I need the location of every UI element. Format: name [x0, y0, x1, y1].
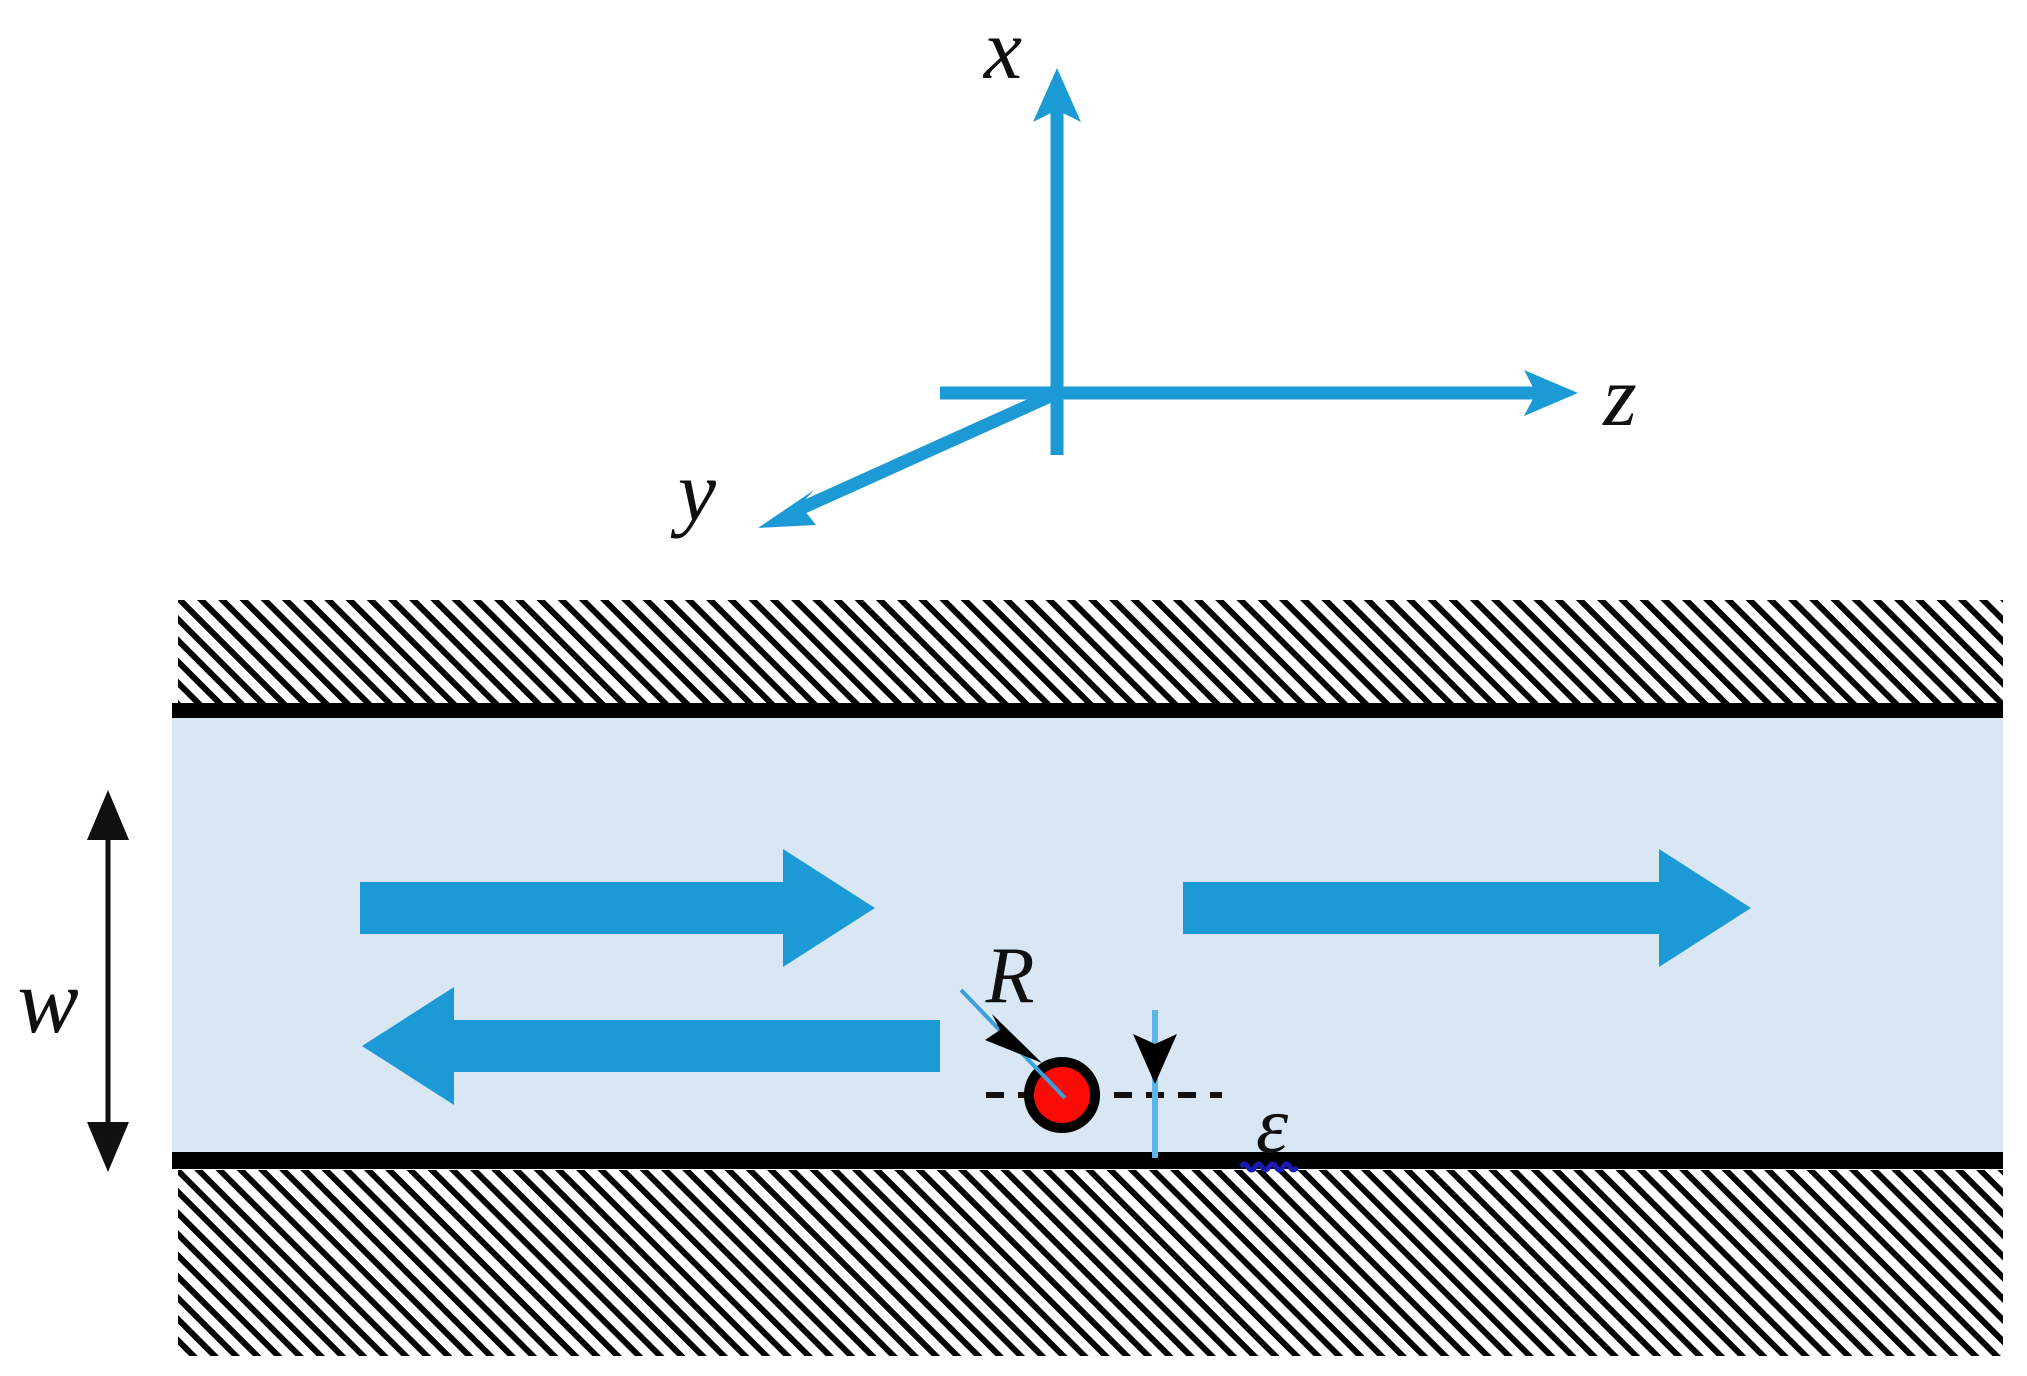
bottom-wall [172, 1152, 2003, 1356]
flow-arrow-lower-left [362, 987, 940, 1105]
flow-arrow-upper-left [360, 849, 875, 967]
channel-width-arrowhead-top [87, 790, 129, 840]
flow-arrow-upper-right [1183, 849, 1751, 967]
y-axis-arrow [758, 387, 1060, 528]
top-wall-boundary-line [172, 703, 2003, 718]
axis-label-y: y [670, 443, 717, 539]
radius-leader [959, 988, 1067, 1100]
channel-width-label: w [17, 950, 78, 1052]
flow-arrows [360, 849, 1751, 1105]
axis-label-z: z [1602, 348, 1636, 444]
axis-label-x: x [982, 1, 1022, 97]
bottom-wall-boundary-line [172, 1152, 2003, 1169]
channel-width-dimension [87, 790, 129, 1172]
gap-dimension [1133, 1010, 1177, 1158]
radius-label: R [985, 932, 1035, 1020]
radius-leader-arrowhead [985, 1014, 1042, 1063]
gap-dimension-arrowhead [1133, 1034, 1177, 1084]
channel-width-arrowhead-bottom [87, 1122, 129, 1172]
top-wall [172, 600, 2003, 718]
coordinate-axes: x y z [670, 1, 1637, 539]
bottom-wall-hatching [178, 1170, 2003, 1356]
z-axis-arrow [940, 370, 1578, 416]
top-wall-hatching [178, 600, 2003, 718]
gap-label-spellcheck-squiggle [1238, 1161, 1300, 1173]
gap-label: ε [1256, 1079, 1289, 1170]
